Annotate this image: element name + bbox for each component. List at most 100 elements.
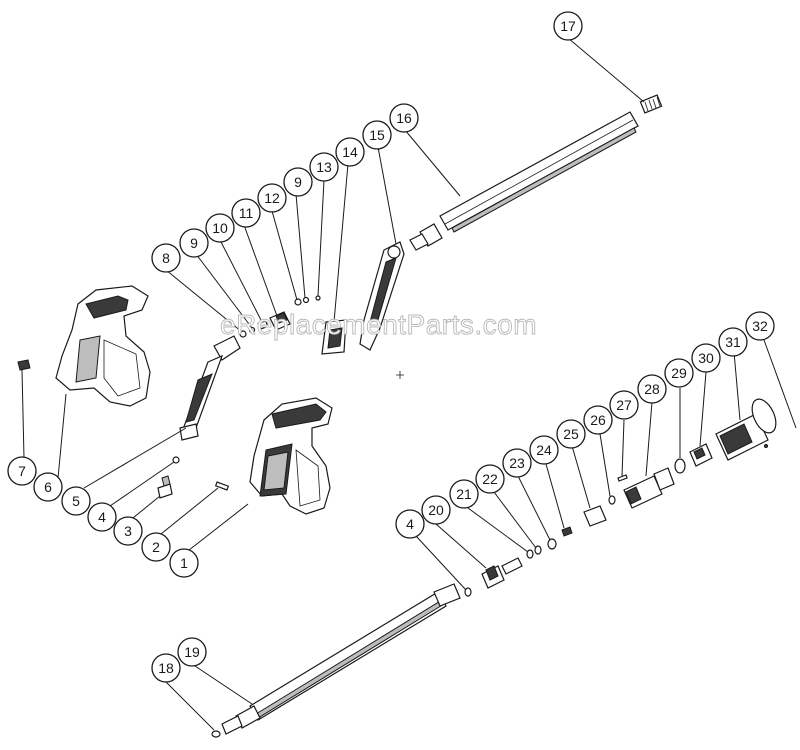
part-11-nut [269, 311, 291, 331]
svg-text:31: 31 [725, 334, 741, 350]
callout-24: 24 [529, 435, 559, 465]
svg-text:26: 26 [590, 412, 606, 428]
svg-text:4: 4 [406, 516, 414, 532]
callout-29: 29 [664, 358, 694, 388]
svg-text:25: 25 [563, 426, 579, 442]
svg-text:2: 2 [152, 539, 160, 555]
svg-text:7: 7 [18, 463, 26, 479]
part-2-pin [214, 481, 230, 491]
callout-4-right: 4 [395, 509, 425, 539]
callout-13: 13 [309, 152, 339, 182]
center-mark [396, 371, 404, 379]
part-20-quick-coupler [481, 557, 523, 589]
svg-text:15: 15 [369, 127, 385, 143]
callout-30: 30 [691, 343, 721, 373]
part-30-insert [689, 443, 713, 467]
part-23-o-ring [547, 538, 557, 550]
svg-text:32: 32 [752, 318, 768, 334]
part-32-tip [764, 444, 768, 448]
svg-text:1: 1 [180, 555, 188, 571]
svg-text:18: 18 [158, 660, 174, 676]
svg-text:9: 9 [294, 174, 302, 190]
callout-15: 15 [362, 120, 392, 150]
part-24-spring [561, 526, 573, 537]
part-29-o-ring [674, 458, 686, 474]
callout-25: 25 [556, 419, 586, 449]
callout-20: 20 [421, 495, 451, 525]
part-13-pin [315, 295, 321, 301]
callout-32: 32 [745, 311, 775, 341]
svg-text:30: 30 [698, 350, 714, 366]
svg-text:27: 27 [616, 397, 632, 413]
svg-text:28: 28 [644, 381, 660, 397]
callout-28: 28 [637, 374, 667, 404]
callout-6: 6 [33, 472, 63, 502]
callout-8: 8 [151, 243, 181, 273]
part-8-washer [239, 330, 247, 338]
svg-text:24: 24 [536, 442, 552, 458]
svg-text:6: 6 [44, 479, 52, 495]
callout-10: 10 [205, 213, 235, 243]
callout-17: 17 [553, 11, 583, 41]
part-3-fitting [157, 475, 173, 499]
svg-text:3: 3 [124, 523, 132, 539]
svg-text:4: 4 [98, 509, 106, 525]
callout-3: 3 [113, 516, 143, 546]
svg-text:13: 13 [316, 159, 332, 175]
svg-text:14: 14 [342, 144, 358, 160]
svg-text:20: 20 [428, 502, 444, 518]
callout-26: 26 [583, 405, 613, 435]
part-6-gun-housing-upper [55, 285, 151, 407]
part-27-pin [617, 474, 628, 482]
svg-text:17: 17 [560, 18, 576, 34]
svg-text:21: 21 [456, 486, 472, 502]
callout-4-left: 4 [87, 502, 117, 532]
svg-text:16: 16 [396, 110, 412, 126]
callout-23: 23 [502, 448, 532, 478]
callout-31: 31 [718, 327, 748, 357]
callout-19: 19 [177, 637, 207, 667]
callout-12: 12 [257, 183, 287, 213]
part-19-lower-wand [221, 583, 461, 735]
part-5-swivel-connector [179, 335, 241, 441]
part-26-o-ring [608, 495, 616, 505]
part-22-o-ring [534, 545, 542, 555]
callout-7: 7 [7, 456, 37, 486]
svg-text:22: 22 [482, 471, 498, 487]
svg-text:11: 11 [239, 205, 254, 221]
callout-21: 21 [449, 479, 479, 509]
part-4-o-ring-right [464, 587, 472, 597]
part-14-clip [321, 319, 347, 355]
svg-text:12: 12 [264, 190, 280, 206]
callout-9-lower: 9 [179, 228, 209, 258]
callout-5: 5 [61, 486, 91, 516]
part-12-washer [294, 298, 302, 306]
part-10-spring [257, 320, 269, 330]
callout-2: 2 [141, 532, 171, 562]
svg-text:19: 19 [184, 644, 200, 660]
callouts: 1 2 3 4 5 6 7 8 9 10 11 12 9 13 14 15 16… [7, 11, 775, 683]
callout-11: 11 [231, 198, 261, 228]
svg-text:10: 10 [212, 220, 228, 236]
callout-9-upper: 9 [283, 167, 313, 197]
part-1-trigger-gun [249, 397, 333, 515]
callout-22: 22 [475, 464, 505, 494]
callout-27: 27 [609, 390, 639, 420]
part-7-screw [17, 359, 31, 371]
callout-16: 16 [389, 103, 419, 133]
svg-text:29: 29 [671, 365, 687, 381]
part-15-holster-bracket [359, 241, 405, 351]
svg-text:5: 5 [72, 493, 80, 509]
watermark: eReplacementParts.com [220, 309, 537, 340]
part-17-threaded-cap [639, 94, 663, 114]
part-4-o-ring-left [172, 456, 180, 464]
part-28-coupler-body [623, 467, 675, 509]
svg-text:9: 9 [190, 235, 198, 251]
part-18-o-ring [211, 730, 221, 738]
callout-1: 1 [169, 548, 199, 578]
part-9-o-ring-upper [302, 296, 310, 304]
callout-14: 14 [335, 137, 365, 167]
leader-lines [21, 37, 797, 731]
part-25-sleeve [583, 505, 607, 527]
